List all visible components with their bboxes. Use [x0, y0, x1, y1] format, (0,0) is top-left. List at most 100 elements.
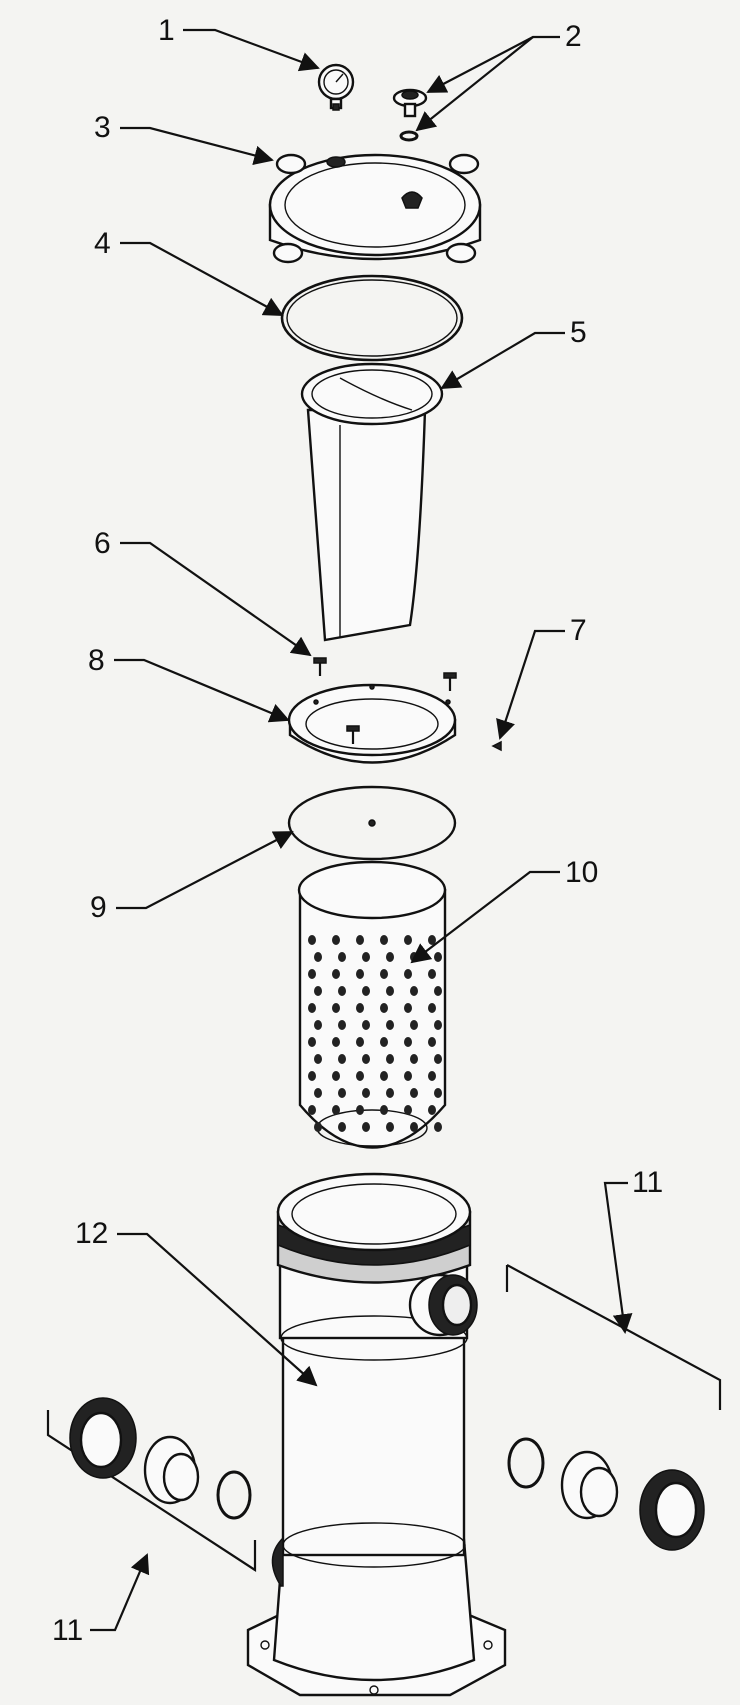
- basket-hole: [314, 952, 322, 962]
- callout-number-4: 4: [94, 227, 111, 260]
- basket-hole: [410, 1054, 418, 1064]
- filter-lid-part: [268, 153, 482, 264]
- basket-hole: [332, 1071, 340, 1081]
- callout-3: 3: [94, 111, 274, 166]
- basket-hole: [410, 986, 418, 996]
- basket-hole: [332, 1003, 340, 1013]
- basket-hole: [332, 969, 340, 979]
- basket-hole: [380, 1003, 388, 1013]
- basket-hole: [434, 986, 442, 996]
- screw-left: [313, 657, 327, 676]
- basket-hole: [362, 1122, 370, 1132]
- callout-number-3: 3: [94, 111, 111, 144]
- callout-11-left: 11: [52, 1553, 150, 1647]
- basket-hole: [386, 986, 394, 996]
- callout-7: 7: [496, 614, 587, 740]
- basket-hole: [308, 1003, 316, 1013]
- basket-hole: [314, 1054, 322, 1064]
- basket-hole: [314, 1020, 322, 1030]
- basket-hole: [332, 1105, 340, 1115]
- callout-number-9: 9: [90, 891, 107, 924]
- callout-8: 8: [88, 644, 290, 723]
- basket-hole: [410, 1088, 418, 1098]
- retainer-screws-part: [313, 657, 502, 752]
- basket-hole: [428, 1105, 436, 1115]
- basket-hole: [356, 1037, 364, 1047]
- basket-hole: [404, 1105, 412, 1115]
- basket-hole: [332, 935, 340, 945]
- basket-hole: [338, 986, 346, 996]
- callout-10: 10: [410, 856, 598, 964]
- perforated-basket-part: [297, 860, 447, 1149]
- basket-hole: [410, 1122, 418, 1132]
- lid-o-ring-part: [280, 274, 464, 362]
- basket-hole: [380, 935, 388, 945]
- basket-hole: [356, 1105, 364, 1115]
- basket-hole: [356, 1071, 364, 1081]
- basket-hole: [308, 1105, 316, 1115]
- basket-hole: [404, 935, 412, 945]
- basket-hole: [338, 1122, 346, 1132]
- callout-number-7: 7: [570, 614, 587, 647]
- basket-hole: [338, 1020, 346, 1030]
- callout-number-1: 1: [158, 14, 175, 47]
- basket-hole: [386, 1020, 394, 1030]
- basket-hole: [386, 1088, 394, 1098]
- callout-number-6: 6: [94, 527, 111, 560]
- basket-hole: [308, 1037, 316, 1047]
- union-fittings-left-part: [46, 1397, 257, 1573]
- basket-hole: [428, 1071, 436, 1081]
- basket-hole: [314, 986, 322, 996]
- callout-number-8: 8: [88, 644, 105, 677]
- callout-number-2: 2: [565, 20, 582, 53]
- basket-hole: [356, 969, 364, 979]
- filter-housing-part: [246, 1172, 507, 1697]
- basket-hole: [434, 1054, 442, 1064]
- basket-hole: [362, 952, 370, 962]
- basket-hole: [362, 1088, 370, 1098]
- callout-number-5: 5: [570, 316, 587, 349]
- basket-hole: [380, 1105, 388, 1115]
- basket-hole: [434, 1020, 442, 1030]
- retainer-ring-part: [287, 683, 457, 764]
- basket-hole: [338, 1088, 346, 1098]
- basket-hole: [314, 1122, 322, 1132]
- screw-right: [443, 672, 457, 691]
- air-relief-valve-part: [392, 88, 428, 142]
- callout-12: 12: [75, 1217, 318, 1387]
- basket-hole: [410, 1020, 418, 1030]
- basket-hole: [404, 1037, 412, 1047]
- basket-hole: [434, 952, 442, 962]
- basket-hole: [386, 952, 394, 962]
- pressure-gauge-part: [317, 63, 355, 111]
- basket-hole: [404, 1071, 412, 1081]
- basket-hole: [380, 1071, 388, 1081]
- callout-number-11-right: 11: [632, 1166, 663, 1199]
- basket-hole: [314, 1088, 322, 1098]
- basket-hole: [404, 969, 412, 979]
- basket-hole: [434, 1088, 442, 1098]
- basket-hole: [380, 969, 388, 979]
- basket-hole: [362, 986, 370, 996]
- union-fittings-right-part: [505, 1264, 722, 1551]
- callout-11-right: 11: [603, 1166, 663, 1334]
- gasket-part: [287, 785, 457, 861]
- basket-hole: [380, 1037, 388, 1047]
- callout-6: 6: [94, 527, 312, 657]
- basket-hole: [332, 1037, 340, 1047]
- basket-hole: [308, 1071, 316, 1081]
- basket-hole: [428, 1003, 436, 1013]
- callout-9: 9: [90, 831, 294, 924]
- basket-hole: [338, 952, 346, 962]
- callout-number-10: 10: [565, 856, 598, 889]
- basket-hole: [308, 935, 316, 945]
- callout-4: 4: [94, 227, 284, 316]
- callout-1: 1: [158, 14, 320, 72]
- basket-hole: [362, 1020, 370, 1030]
- basket-hole: [308, 969, 316, 979]
- basket-hole: [362, 1054, 370, 1064]
- basket-hole: [386, 1054, 394, 1064]
- basket-hole: [404, 1003, 412, 1013]
- basket-hole: [356, 935, 364, 945]
